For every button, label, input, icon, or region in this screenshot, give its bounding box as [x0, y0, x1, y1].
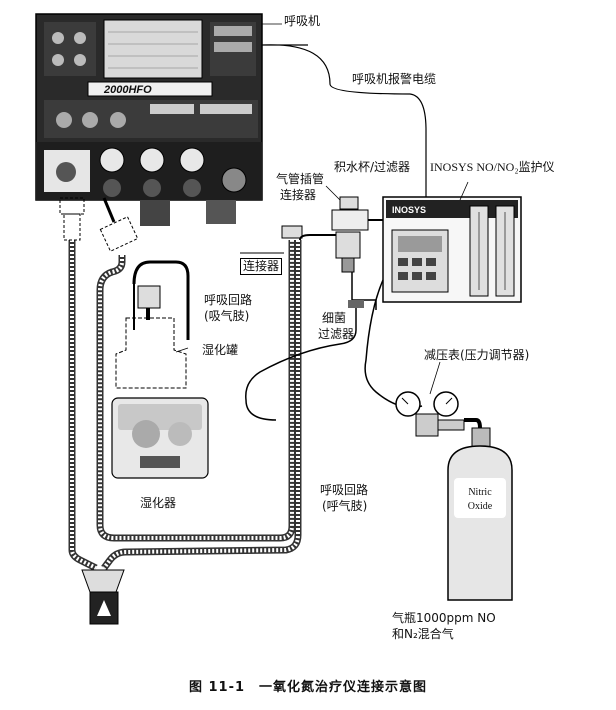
nitric-oxide-cylinder: Nitric Oxide	[447, 427, 513, 601]
bacterial-filter-label-line2: 过滤器	[318, 327, 355, 341]
expiratory-limb-tubing	[68, 240, 302, 572]
bacterial-filter-label-line1: 细菌	[322, 311, 347, 325]
ett-connector-label-line2: 连接器	[280, 188, 317, 202]
water-trap-label: 积水杯/过滤器	[334, 160, 411, 174]
humidifier-label: 湿化器	[140, 496, 177, 510]
no-no2-monitor-device: INOSYS	[382, 196, 522, 303]
alarm-cable-line	[261, 44, 427, 197]
connector-label: 连接器	[240, 258, 283, 275]
humidification-chamber	[115, 260, 190, 389]
ventilator-label: 呼吸机	[284, 14, 321, 28]
ventilator-model-label: 2000HFO	[103, 84, 152, 96]
tube-link	[102, 197, 116, 223]
y-piece-connector	[81, 569, 125, 625]
sampling-line	[299, 234, 344, 241]
monitor-label: INOSYS NO/NO₂监护仪	[430, 160, 555, 174]
cylinder-caption-line1: 气瓶1000ppm NO	[392, 611, 496, 625]
water-trap-filter	[331, 196, 383, 273]
expiratory-limb-label-line1: 呼吸回路	[320, 483, 369, 497]
ett-connector-tube	[240, 225, 303, 254]
alarm-cable-label: 呼吸机报警电缆	[352, 72, 437, 86]
inspiratory-limb-label-line1: 呼吸回路	[204, 293, 253, 307]
leader-lines	[175, 23, 469, 395]
cylinder-label-line2: Oxide	[468, 501, 493, 512]
humid-chamber-label: 湿化罐	[202, 343, 239, 357]
cylinder-caption-line2: 和N₂混合气	[392, 627, 454, 641]
figure-caption: 图 11-1 一氧化氮治疗仪连接示意图	[188, 680, 428, 695]
inspiratory-limb-tubing	[96, 240, 296, 542]
port-outlines	[59, 197, 139, 252]
pressure-regulator	[395, 391, 482, 438]
gauge-icons	[99, 147, 247, 197]
cylinder-label-line1: Nitric	[468, 487, 492, 498]
ett-connector-label-line1: 气管插管	[276, 172, 325, 186]
humidifier-device	[111, 397, 209, 479]
inspiratory-limb-label-line2: (吸气肢)	[204, 309, 250, 323]
regulator-label: 减压表(压力调节器)	[424, 348, 530, 362]
bacterial-filter	[348, 300, 364, 308]
monitor-brand-label: INOSYS	[392, 205, 426, 215]
ventilator-device: 2000HFO	[35, 13, 263, 226]
expiratory-limb-label-line2: (呼气肢)	[322, 499, 368, 513]
